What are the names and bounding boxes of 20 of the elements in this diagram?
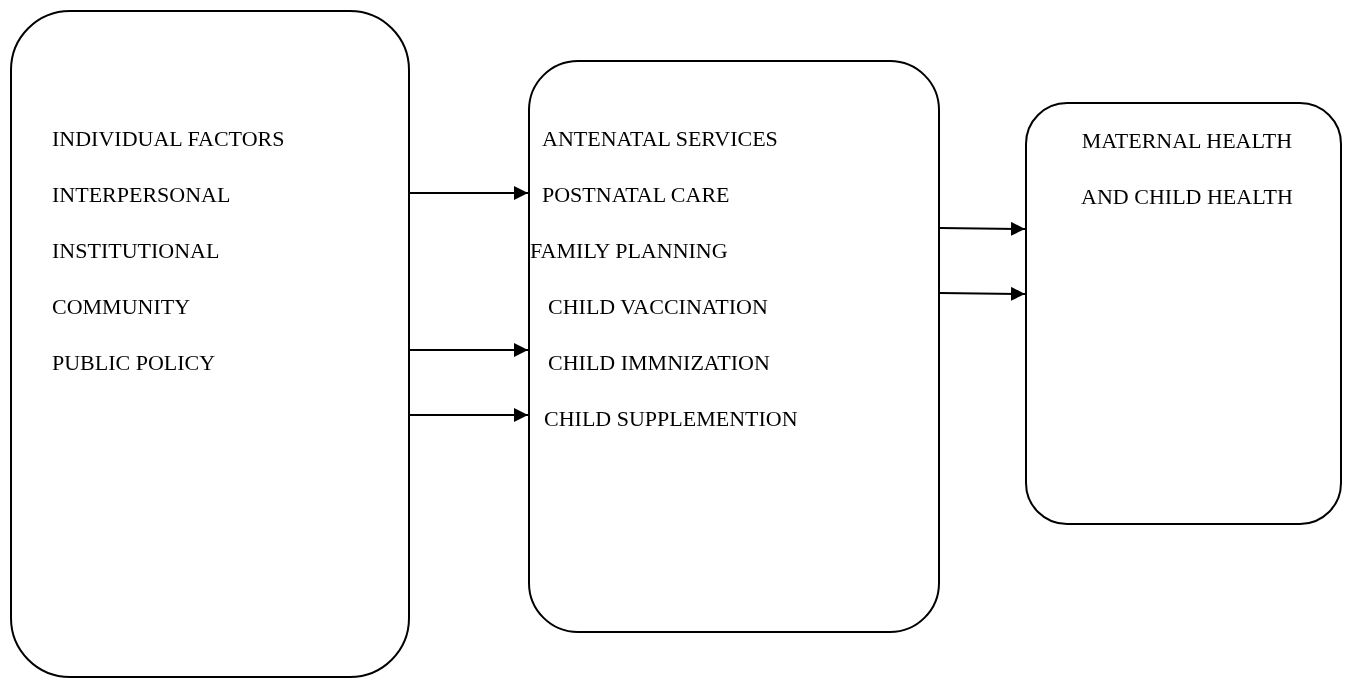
arrow — [409, 343, 529, 357]
box-text: INTERPERSONAL — [52, 181, 231, 209]
box-text: PUBLIC POLICY — [52, 349, 216, 377]
box-text: CHILD IMMNIZATION — [548, 349, 770, 377]
box-text: FAMILY PLANNING — [530, 237, 728, 265]
box-text: MATERNAL HEALTH AND CHILD HEALTH — [1080, 127, 1294, 211]
box-text: CHILD VACCINATION — [548, 293, 768, 321]
box-text: ANTENATAL SERVICES — [542, 125, 778, 153]
arrow — [409, 408, 529, 422]
box-text: POSTNATAL CARE — [542, 181, 730, 209]
rounded-box — [10, 10, 410, 678]
rounded-box — [1025, 102, 1342, 525]
arrow — [409, 186, 529, 200]
box-text: INDIVIDUAL FACTORS — [52, 125, 285, 153]
box-text: INSTITUTIONAL — [52, 237, 220, 265]
rounded-box — [528, 60, 940, 633]
arrow — [939, 221, 1026, 236]
box-text: CHILD SUPPLEMENTION — [544, 405, 798, 433]
arrow — [939, 286, 1026, 301]
box-text: COMMUNITY — [52, 293, 191, 321]
